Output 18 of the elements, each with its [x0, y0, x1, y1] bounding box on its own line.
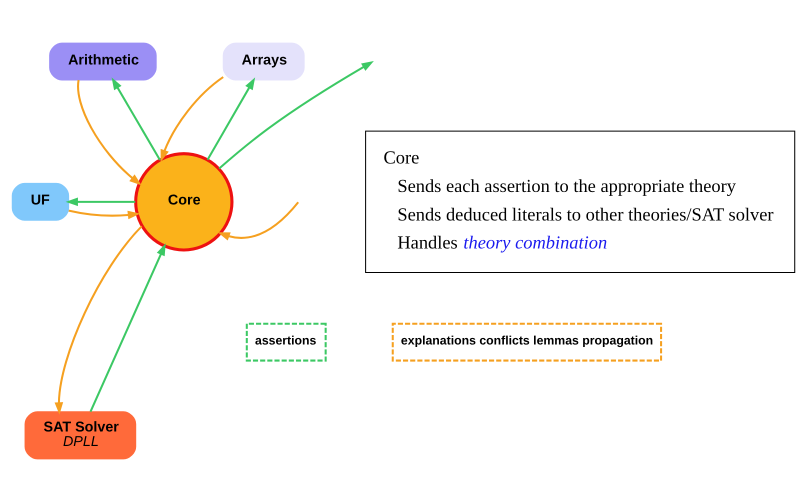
node-box: explanations conflicts lemmas propagation — [392, 322, 662, 362]
node-box: Core Sends each assertion to the appropriate theory Sends deduced literals to other theories/SAT solver Handles theory combination — [365, 130, 796, 274]
arrow — [90, 243, 166, 412]
arrow — [54, 226, 142, 415]
node-box: Arithmetic — [49, 42, 157, 80]
arrow — [160, 76, 224, 162]
node-box: UF — [12, 182, 70, 221]
node-circle: Core — [134, 152, 234, 252]
node-box: SAT Solver DPLL — [24, 411, 136, 460]
arrow — [66, 198, 136, 206]
arrow — [218, 202, 299, 240]
arrow — [218, 61, 374, 170]
node-box: assertions — [246, 322, 327, 362]
node-box: Arrays — [222, 42, 305, 80]
arrow — [112, 77, 161, 161]
arrow — [68, 210, 140, 220]
arrow — [77, 80, 142, 186]
arrow — [206, 77, 256, 160]
